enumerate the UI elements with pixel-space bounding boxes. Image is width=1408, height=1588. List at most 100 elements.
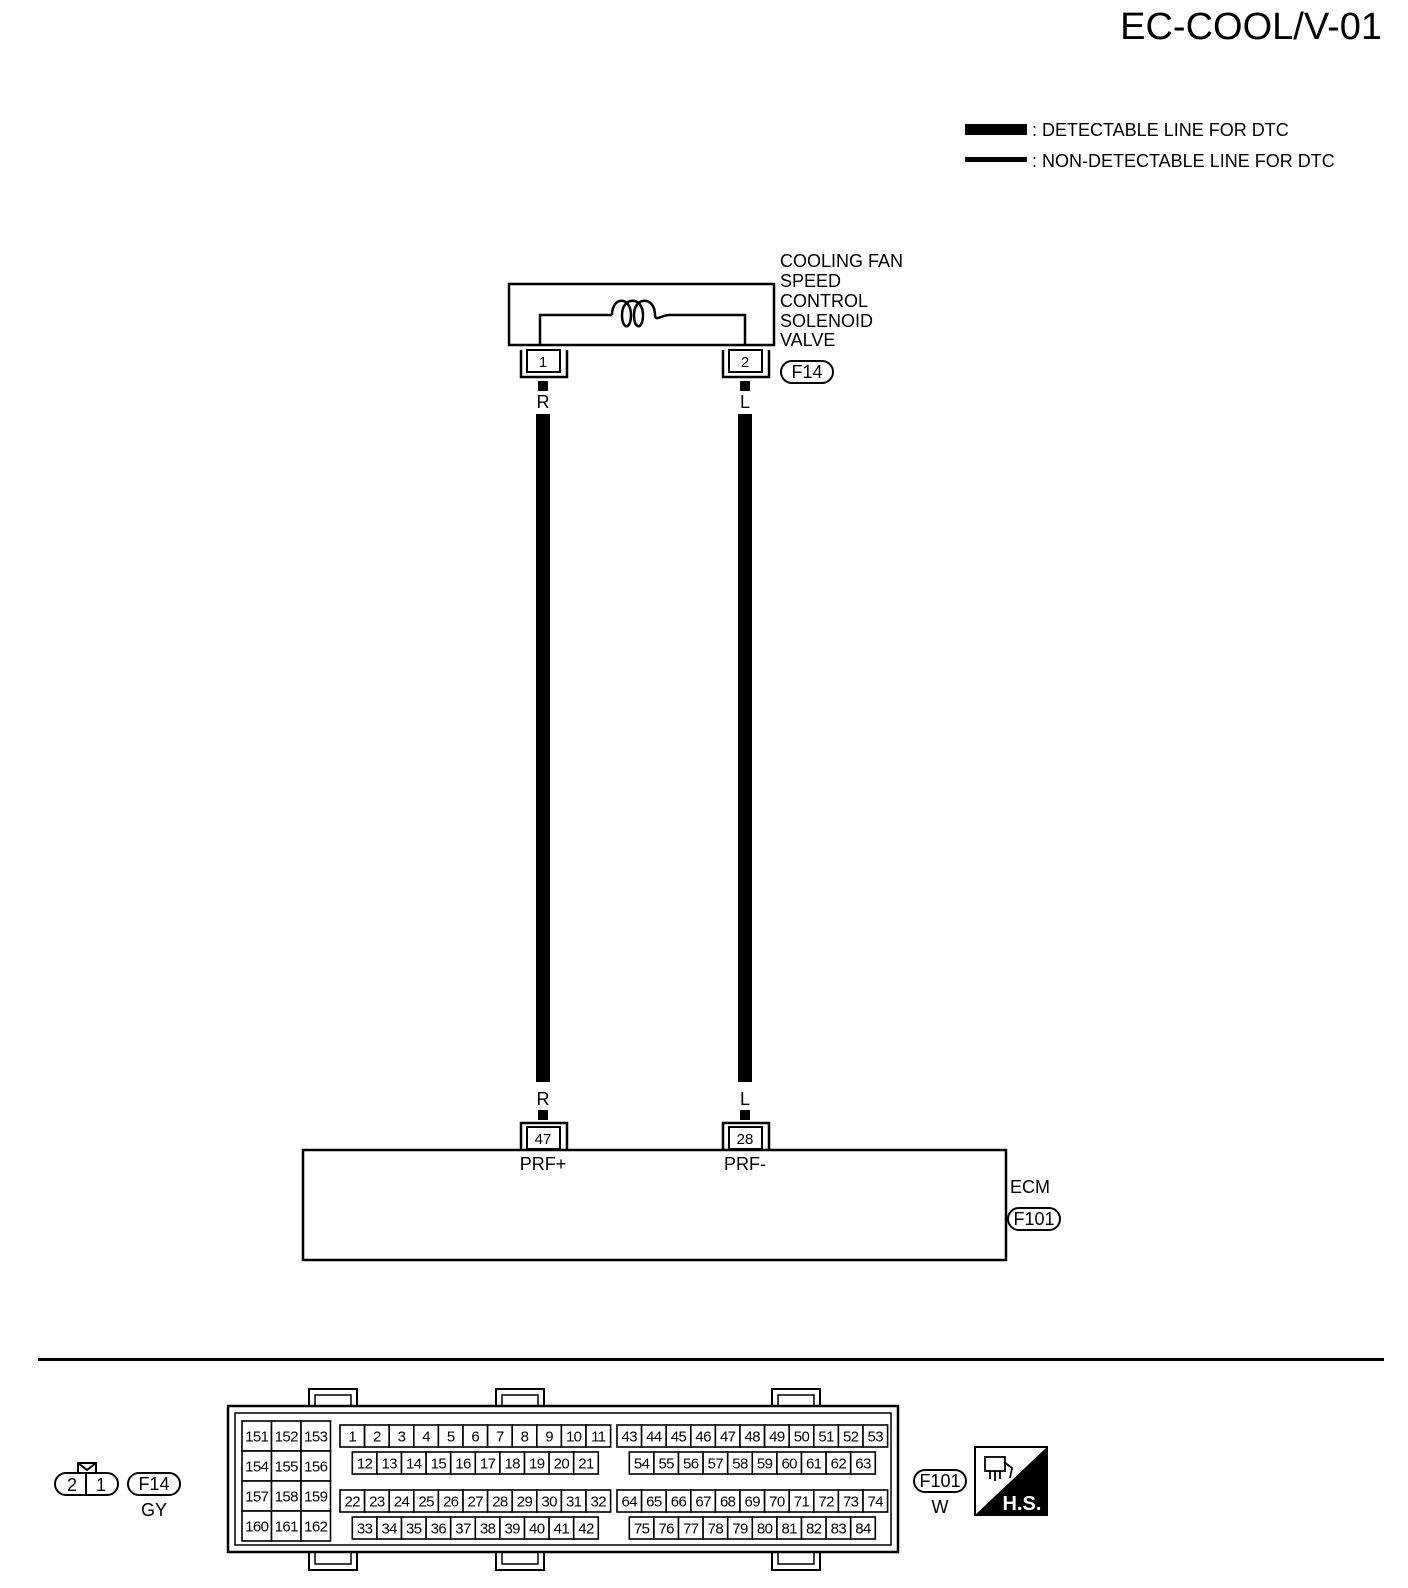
f101-pin-label: 33 bbox=[357, 1521, 373, 1538]
solenoid-name-line-2: SPEED bbox=[780, 271, 841, 291]
f101-pin-label: 75 bbox=[634, 1521, 650, 1538]
ecm-pin-47-signal: PRF+ bbox=[520, 1154, 567, 1174]
f101-pin-cell bbox=[585, 1489, 612, 1513]
f101-pin-label: 20 bbox=[554, 1456, 570, 1473]
f101-pin-label: 45 bbox=[671, 1429, 687, 1446]
f101-pin-label: 7 bbox=[496, 1429, 504, 1446]
f101-pin-label: 15 bbox=[431, 1456, 447, 1473]
hs-badge: H.S. bbox=[974, 1446, 1048, 1516]
connector-tag-f101: F101 bbox=[1007, 1207, 1061, 1231]
f101-pin-label: 162 bbox=[304, 1519, 327, 1536]
f101-pin-label: 47 bbox=[720, 1429, 736, 1446]
f101-pin-label: 35 bbox=[406, 1521, 422, 1538]
legend-thin-line bbox=[965, 157, 1027, 162]
f101-pin-label: 58 bbox=[732, 1456, 748, 1473]
f101-pin-label: 78 bbox=[708, 1521, 724, 1538]
section-divider bbox=[38, 1358, 1384, 1361]
wire-l: L L bbox=[738, 381, 752, 1120]
f101-pin-label: 79 bbox=[732, 1521, 748, 1538]
f101-pin-label: 21 bbox=[578, 1456, 594, 1473]
f101-pin-label: 81 bbox=[781, 1521, 797, 1538]
f101-pin-label: 49 bbox=[769, 1429, 785, 1446]
f101-pin-label: 38 bbox=[480, 1521, 496, 1538]
connector-tag-f14-label: F14 bbox=[791, 362, 822, 382]
solenoid-pin-2-label: 2 bbox=[741, 354, 749, 371]
coil-icon bbox=[610, 299, 670, 328]
f101-pin-label: 72 bbox=[818, 1494, 834, 1511]
f101-pin-label: 14 bbox=[406, 1456, 422, 1473]
f101-pin-label: 80 bbox=[757, 1521, 773, 1538]
f101-pin-label: 159 bbox=[304, 1489, 327, 1506]
f101-pin-cell bbox=[862, 1489, 889, 1513]
f101-pin-label: 13 bbox=[381, 1456, 397, 1473]
wire-r: R R bbox=[536, 381, 550, 1120]
wire-l-color-top: L bbox=[740, 392, 750, 412]
f101-view-tag: F101 bbox=[919, 1471, 960, 1491]
f101-pin-label: 55 bbox=[658, 1456, 674, 1473]
f101-pin-label: 56 bbox=[683, 1456, 699, 1473]
ecm-pin-28-signal: PRF- bbox=[724, 1154, 766, 1174]
f101-pin-label: 154 bbox=[245, 1459, 268, 1476]
solenoid-name-line-4: SOLENOID bbox=[780, 311, 873, 331]
page-id: EC-COOL/V-01 bbox=[1120, 6, 1382, 48]
f101-pin-label: 84 bbox=[855, 1521, 871, 1538]
legend-detectable-label: : DETECTABLE LINE FOR DTC bbox=[1032, 120, 1289, 140]
f101-pin-label: 69 bbox=[745, 1494, 761, 1511]
legend: : DETECTABLE LINE FOR DTC : NON-DETECTAB… bbox=[965, 120, 1335, 171]
ecm-name: ECM bbox=[1010, 1177, 1050, 1197]
ecm-pin-28-label: 28 bbox=[737, 1131, 754, 1148]
f101-pin-cell bbox=[849, 1516, 877, 1540]
f101-pin-label: 9 bbox=[545, 1429, 553, 1446]
f14-latch-icon bbox=[77, 1462, 97, 1473]
f101-pin-label: 74 bbox=[868, 1494, 884, 1511]
connector-tag-f14: F14 bbox=[780, 360, 834, 384]
f101-pin-label: 83 bbox=[831, 1521, 847, 1538]
f101-pin-label: 155 bbox=[275, 1459, 298, 1476]
f101-pin-label: 70 bbox=[769, 1494, 785, 1511]
ecm-pin-47: 47 PRF+ bbox=[520, 1121, 569, 1174]
f101-pin-label: 8 bbox=[521, 1429, 529, 1446]
f101-pin-label: 12 bbox=[357, 1456, 373, 1473]
f14-connector-view: 2 1 F14 GY bbox=[54, 1462, 181, 1520]
f101-pin-cell bbox=[241, 1510, 273, 1542]
f101-pin-label: 152 bbox=[275, 1429, 298, 1446]
f101-pin-label: 77 bbox=[683, 1521, 699, 1538]
f101-pin-label: 50 bbox=[794, 1429, 810, 1446]
f101-pin-label: 57 bbox=[708, 1456, 724, 1473]
f101-pin-label: 76 bbox=[658, 1521, 674, 1538]
f101-pin-cell bbox=[585, 1424, 612, 1448]
f101-pin-label: 39 bbox=[504, 1521, 520, 1538]
ecm-box bbox=[301, 1148, 1008, 1262]
f101-pin-label: 27 bbox=[468, 1494, 484, 1511]
f101-pin-label: 64 bbox=[622, 1494, 638, 1511]
f101-pin-label: 43 bbox=[622, 1429, 638, 1446]
solenoid-pin-2: 2 bbox=[721, 349, 771, 379]
wire-r-color-top: R bbox=[537, 392, 550, 412]
f101-pin-label: 4 bbox=[422, 1429, 430, 1446]
connector-tag-f101-label: F101 bbox=[1013, 1209, 1054, 1229]
f101-pin-label: 73 bbox=[843, 1494, 859, 1511]
f101-pin-label: 67 bbox=[695, 1494, 711, 1511]
solenoid-box bbox=[507, 282, 776, 347]
wire-l-color-bottom: L bbox=[740, 1089, 750, 1109]
ecm-pin-47-label: 47 bbox=[535, 1131, 552, 1148]
f101-pin-label: 19 bbox=[529, 1456, 545, 1473]
f101-pin-label: 28 bbox=[492, 1494, 508, 1511]
f101-pin-cell bbox=[300, 1510, 332, 1542]
f101-pin-label: 62 bbox=[831, 1456, 847, 1473]
f101-pin-label: 66 bbox=[671, 1494, 687, 1511]
f101-pin-cell bbox=[241, 1450, 273, 1482]
f101-pin-label: 25 bbox=[418, 1494, 434, 1511]
f101-pin-label: 82 bbox=[806, 1521, 822, 1538]
f101-pin-label: 60 bbox=[781, 1456, 797, 1473]
f101-pin-cell bbox=[862, 1424, 889, 1448]
f101-pin-label: 48 bbox=[745, 1429, 761, 1446]
f101-pin-label: 3 bbox=[398, 1429, 406, 1446]
solenoid-internal-wire-2 bbox=[669, 313, 747, 345]
f101-pin-label: 68 bbox=[720, 1494, 736, 1511]
f101-pin-label: 41 bbox=[554, 1521, 570, 1538]
f101-pin-label: 30 bbox=[541, 1494, 557, 1511]
